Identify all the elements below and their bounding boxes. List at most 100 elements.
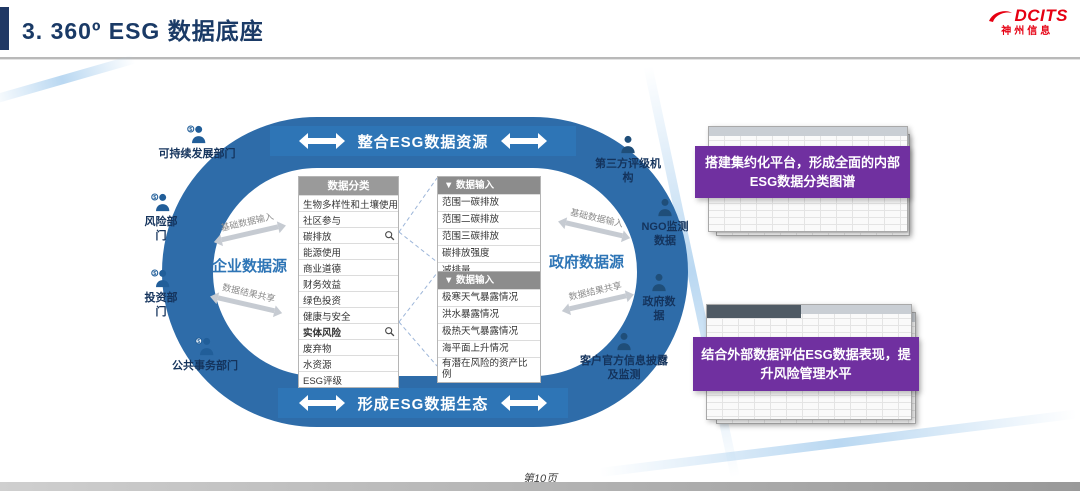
logo-brand: DCITS [1014,6,1068,25]
input-label: 洪水暴露情况 [442,308,500,320]
category-row: 财务效益 [299,275,398,291]
left-right-arrow-icon [510,400,539,406]
left-right-arrow-icon [307,138,336,144]
logo-swoosh-icon [988,10,1012,22]
person-icon [652,273,666,292]
third-party-rating-node: 第三方评级机构 [590,134,666,186]
category-row: 废弃物 [299,339,398,355]
category-row: 能源使用 [299,243,398,259]
node-label: NGO监测数据 [641,221,689,248]
person-icon: $ [195,337,214,356]
node-label: 投资部门 [144,292,178,319]
category-label: 绿色投资 [303,295,342,307]
magnifier-icon [385,231,395,241]
callout-internal-esg-platform: 搭建集约化平台，形成全面的内部ESG数据分类图谱 [695,146,910,198]
banner-bottom-label: 形成ESG数据生态 [357,395,489,413]
category-row: 社区参与 [299,211,398,227]
person-icon: $ [187,125,206,144]
category-row: 绿色投资 [299,291,398,307]
person-icon [621,135,635,154]
category-row: ESG评级 [299,371,398,387]
node-label: 第三方评级机构 [595,158,661,185]
sustainable-development-dept-node: $ 可持续发展部门 [158,124,236,161]
dashed-connectors [398,177,438,367]
node-label: 风险部门 [144,216,178,243]
category-label: 废弃物 [303,343,332,355]
input-label: 碳排放强度 [442,247,490,259]
input-row: 范围一碳排放 [438,194,540,211]
input-label: 有潜在风险的资产比例 [442,358,528,380]
node-label: 公共事务部门 [172,360,238,372]
person-icon: $ [151,193,170,212]
category-label: 实体风险 [303,327,342,339]
government-data-node: 政府数据 [638,272,680,324]
svg-text:$: $ [153,271,156,277]
category-row: 碳排放 [299,227,398,243]
input-label: 海平面上升情况 [442,342,509,354]
person-icon [658,198,672,217]
input-table-header: ▼ 数据输入 [438,177,540,194]
callout-external-data-risk: 结合外部数据评估ESG数据表现，提升风险管理水平 [693,337,919,391]
category-row: 水资源 [299,355,398,371]
category-table-header: 数据分类 [299,177,398,195]
node-label: 政府数据 [642,296,676,323]
input-row: 极热天气暴露情况 [438,323,540,340]
enterprise-data-source-label: 企业数据源 [212,258,288,275]
input-row: 范围三碳排放 [438,228,540,245]
category-label: 生物多样性和土壤使用 [303,199,398,211]
node-label: 可持续发展部门 [158,148,236,160]
left-right-arrow-icon [307,400,336,406]
input-row: 有潜在风险的资产比例 [438,357,540,382]
screenshot-header-strip [707,305,801,318]
public-affairs-dept-node: $ 公共事务部门 [168,336,242,373]
category-row: 实体风险 [299,323,398,339]
logo-subtitle: 神州信息 [1001,26,1054,37]
category-label: 健康与安全 [303,311,351,323]
background-swoosh [0,54,136,105]
svg-text:$: $ [189,127,192,133]
input-row: 减排量 [438,262,540,279]
dcits-logo: DCITS 神州信息 [987,7,1069,37]
data-input-table-physical-risk: ▼ 数据输入 极寒天气暴露情况 洪水暴露情况 极热天气暴露情况 海平面上升情况 … [437,271,541,383]
category-label: 商业道德 [303,263,342,275]
category-row: 健康与安全 [299,307,398,323]
input-table-header: ▼ 数据输入 [438,272,540,289]
category-row: 生物多样性和土壤使用 [299,195,398,211]
magnifier-icon [385,327,395,337]
left-right-arrow-icon [510,138,539,144]
bottom-bar [0,482,1080,491]
input-label: 减排量 [442,265,471,277]
ngo-monitoring-data-node: NGO监测数据 [636,197,694,249]
category-label: 碳排放 [303,231,332,243]
banner-integrate-esg-data: 整合ESG数据资源 [270,126,576,156]
input-label: 极寒天气暴露情况 [442,291,519,303]
input-row: 极寒天气暴露情况 [438,289,540,306]
data-category-table: 数据分类 生物多样性和土壤使用 社区参与 碳排放 能源使用 商业道德 财务效益 … [298,176,399,388]
category-label: ESG评级 [303,375,343,387]
data-input-table-carbon: ▼ 数据输入 范围一碳排放 范围二碳排放 范围三碳排放 碳排放强度 减排量 [437,176,541,280]
investment-dept-node: $ 投资部门 [140,268,182,320]
category-label: 社区参与 [303,215,342,227]
input-label: 范围一碳排放 [442,196,500,208]
title-accent-bar [0,7,9,50]
category-label: 财务效益 [303,279,342,291]
input-label: 范围二碳排放 [442,213,500,225]
customer-disclosure-node: 客户官方信息披露及监测 [580,331,668,383]
person-icon [617,332,631,351]
input-label: 极热天气暴露情况 [442,325,519,337]
node-label: 客户官方信息披露及监测 [580,355,668,382]
banner-form-esg-ecosystem: 形成ESG数据生态 [278,388,568,418]
header-divider [0,57,1080,60]
banner-top-label: 整合ESG数据资源 [357,133,489,151]
person-icon: $ [151,269,170,288]
input-row: 海平面上升情况 [438,340,540,357]
input-row: 范围二碳排放 [438,211,540,228]
category-row: 商业道德 [299,259,398,275]
risk-dept-node: $ 风险部门 [140,192,182,244]
page-title: 3. 360º ESG 数据底座 [22,18,264,44]
category-label: 能源使用 [303,247,342,259]
svg-text:$: $ [153,195,156,201]
svg-text:$: $ [197,339,200,345]
input-label: 范围三碳排放 [442,230,500,242]
